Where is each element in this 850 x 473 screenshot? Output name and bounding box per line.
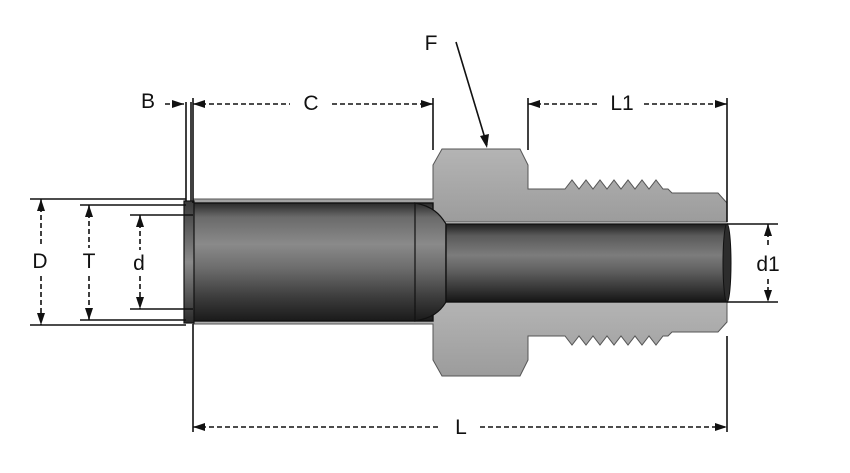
dim-t-arrow-top	[85, 205, 93, 217]
dim-d1-arrow-top	[764, 224, 772, 236]
dim-d1-arrow-bottom	[764, 290, 772, 302]
dim-d-arrow-top	[37, 199, 45, 211]
dim-l-arrow-right	[715, 423, 727, 431]
label-t: T	[83, 250, 96, 273]
label-d-outer: D	[32, 250, 47, 273]
dim-l-arrow-left	[193, 423, 205, 431]
tube-flange	[183, 200, 195, 324]
bore	[445, 223, 728, 303]
label-c: C	[303, 92, 318, 115]
dim-l1-arrow-right	[715, 100, 727, 108]
dim-f-arrow	[480, 134, 489, 148]
tube-stub	[192, 202, 434, 322]
dim-c-arrow-right	[421, 100, 433, 108]
dim-d-arrow-bottom	[37, 313, 45, 325]
bore-end	[722, 223, 732, 303]
label-d1: d1	[756, 253, 779, 276]
label-l1: L1	[610, 92, 633, 115]
dim-b-arrow	[172, 100, 184, 108]
label-d-inner: d	[133, 252, 145, 275]
dim-c-arrow-left	[193, 100, 205, 108]
dim-l1-arrow-left	[528, 100, 540, 108]
label-f: F	[425, 32, 438, 55]
dim-d-inner-arrow-top	[136, 215, 144, 227]
label-b: B	[141, 90, 155, 113]
dim-t-arrow-bottom	[85, 308, 93, 320]
dim-d-inner-arrow-bottom	[136, 297, 144, 309]
label-l: L	[455, 416, 467, 439]
dim-f-leader	[455, 41, 488, 146]
bore-transition	[414, 202, 447, 322]
